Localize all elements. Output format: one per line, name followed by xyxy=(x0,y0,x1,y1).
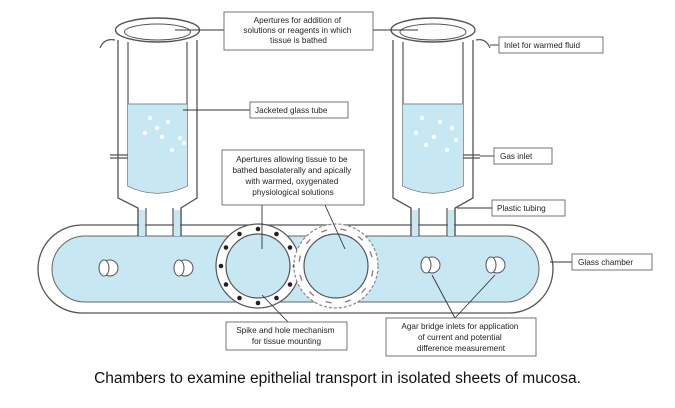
spike-ring xyxy=(215,223,301,309)
hole-mark xyxy=(369,251,373,258)
apertures-top-line-1: Apertures for addition of xyxy=(254,16,342,25)
ussing-chamber-diagram: Apertures for addition of solutions or r… xyxy=(37,11,653,357)
label-apertures-top: Apertures for addition of solutions or r… xyxy=(223,11,374,51)
label-agar-bridge: Agar bridge inlets for application of cu… xyxy=(385,317,537,357)
hole-mark xyxy=(357,235,364,241)
spike-dot xyxy=(223,245,229,250)
spike-dot xyxy=(255,226,261,232)
right-inlet-tube xyxy=(475,39,491,49)
hole-mark xyxy=(340,228,347,231)
apertures-top-line-2: solutions or reagents in which xyxy=(243,26,351,35)
spike-dot xyxy=(274,231,279,237)
label-apertures-middle: Apertures allowing tissue to be bathed b… xyxy=(221,149,365,206)
apertures-middle-line-4: physiological solutions xyxy=(252,188,333,197)
hole-ring xyxy=(293,223,379,309)
left-tube-fluid xyxy=(128,104,187,193)
right-tube-fluid xyxy=(403,104,463,193)
left-bubbles xyxy=(142,115,187,153)
spike-dot xyxy=(218,263,224,269)
hole-mark xyxy=(305,238,311,245)
right-jacketed-tube xyxy=(390,17,491,236)
spike-dot xyxy=(223,282,229,287)
label-glass-chamber: Glass chamber xyxy=(571,253,653,271)
spike-dot xyxy=(287,245,293,250)
agar-bridge-line-1: Agar bridge inlets for application xyxy=(401,322,518,331)
spike-dot xyxy=(255,300,261,306)
hole-marks xyxy=(298,228,374,304)
inlet-warmed-fluid-text: Inlet for warmed fluid xyxy=(504,41,580,50)
hole-mark xyxy=(325,301,332,304)
apertures-top-line-3: tissue is bathed xyxy=(270,36,327,45)
label-spike-hole: Spike and hole mechanism for tissue moun… xyxy=(225,321,348,351)
spike-dot xyxy=(287,282,293,287)
svg-text:Spike and hole mechanism: Spike and hole mechanism for tissue moun… xyxy=(236,326,337,346)
label-gas-inlet: Gas inlet xyxy=(493,147,553,165)
spike-dot xyxy=(237,295,242,301)
spike-dot xyxy=(237,231,242,237)
hole-mark xyxy=(344,299,351,303)
apertures-middle-line-3: with warmed, oxygenated xyxy=(244,177,338,186)
hole-mark xyxy=(321,229,328,233)
agar-bridge-line-3: difference measurement xyxy=(417,344,506,353)
hole-mark xyxy=(299,274,303,281)
spike-dot xyxy=(274,295,279,301)
label-inlet-warmed-fluid: Inlet for warmed fluid xyxy=(498,36,604,54)
svg-text:Apertures allowing tissue to b: Apertures allowing tissue to be bathed b… xyxy=(232,155,353,197)
hole-mark xyxy=(298,255,301,262)
spike-hole-line-1: Spike and hole mechanism xyxy=(236,326,334,335)
left-gas-tube xyxy=(99,39,116,49)
agar-bridge-line-2: of current and potential xyxy=(418,333,502,342)
leader-lines xyxy=(175,29,572,323)
gas-inlet-text: Gas inlet xyxy=(500,152,533,161)
agar-bridge-inlets xyxy=(420,256,506,274)
right-bubbles xyxy=(413,115,459,153)
hole-mark xyxy=(371,270,374,277)
label-jacketed-tube: Jacketed glass tube xyxy=(249,101,349,119)
plastic-tubing-text: Plastic tubing xyxy=(497,204,546,213)
hole-mark xyxy=(361,287,367,294)
left-chamber-ports xyxy=(98,259,194,277)
hole-mark xyxy=(308,291,315,297)
svg-text:Apertures for addition of: Apertures for addition of solutions or r… xyxy=(243,16,353,45)
left-jacketed-tube xyxy=(99,17,201,236)
label-plastic-tubing: Plastic tubing xyxy=(491,199,566,217)
apertures-middle-line-2: bathed basolaterally and apically xyxy=(232,166,352,175)
glass-chamber-text: Glass chamber xyxy=(578,258,633,267)
svg-text:Agar bridge inlets for applica: Agar bridge inlets for application of cu… xyxy=(401,322,520,353)
apertures-middle-line-1: Apertures allowing tissue to be xyxy=(236,155,348,164)
spike-hole-line-2: for tissue mounting xyxy=(252,337,322,346)
jacketed-tube-text: Jacketed glass tube xyxy=(255,106,328,115)
figure-caption: Chambers to examine epithelial transport… xyxy=(94,370,581,387)
